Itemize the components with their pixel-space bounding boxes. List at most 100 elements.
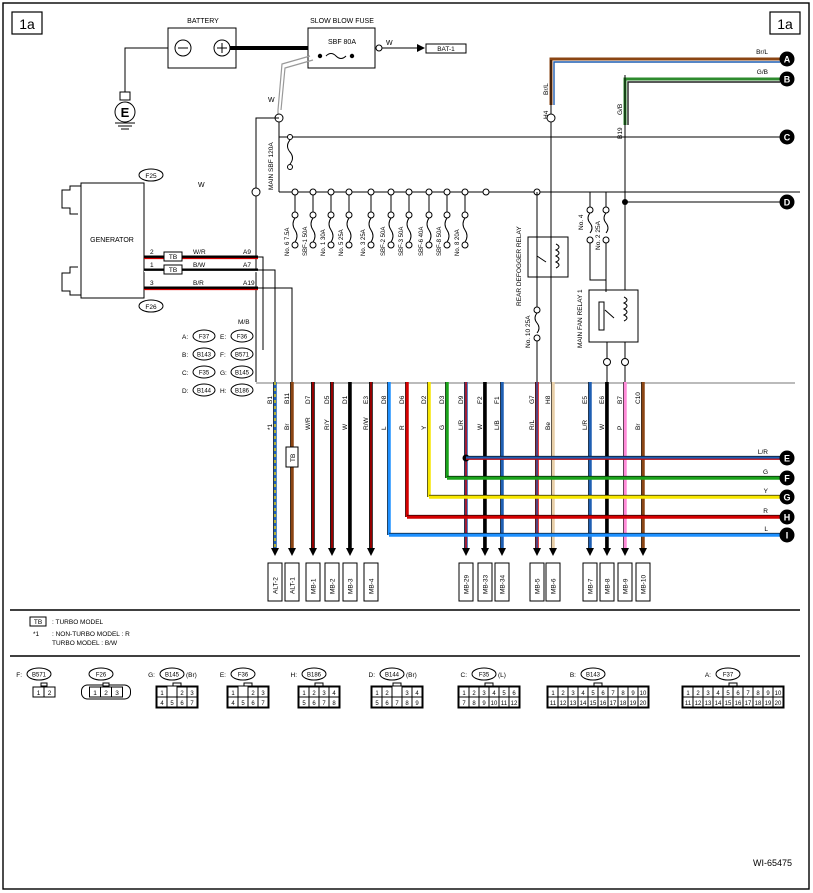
connector-letter-B571: F: bbox=[16, 672, 22, 679]
fuse-1 bbox=[310, 217, 316, 243]
line-B-color: G/B bbox=[757, 69, 768, 76]
wire-term-D7: D7 bbox=[305, 395, 312, 404]
connector-letter-F36: E: bbox=[220, 672, 226, 679]
wire-dest-E6: MB-8 bbox=[605, 578, 612, 594]
main-sbf-label: MAIN SBF 120A bbox=[268, 142, 275, 190]
note-star: *1 bbox=[33, 631, 40, 638]
legend-key-0: A: bbox=[182, 334, 188, 341]
slow-blow-fuse: SLOW BLOW FUSE SBF 80A bbox=[307, 18, 383, 69]
legend-key-1: E: bbox=[220, 334, 226, 341]
pin-B571-2: 2 bbox=[48, 690, 52, 697]
fuse-label-0: No. 6 7.5A bbox=[285, 228, 291, 256]
main-fan-relay: No. 4 No. 2 25A MAIN FAN RELAY 1 bbox=[577, 206, 639, 348]
legend-code-6: B144 bbox=[197, 389, 212, 395]
pin-B143-1: 1 bbox=[551, 691, 555, 697]
gen-tb-2: TB bbox=[169, 254, 177, 261]
bat1-box bbox=[425, 43, 467, 54]
gen-term-2: A9 bbox=[243, 249, 251, 256]
bus-I-letter: I bbox=[786, 531, 789, 541]
pin-F37-20: 20 bbox=[775, 701, 782, 707]
fuse-label-2: No. 1 30A bbox=[321, 229, 327, 256]
connector-letter-B186: H: bbox=[291, 672, 298, 679]
wire-term-D2: D2 bbox=[421, 395, 428, 404]
pin-F36-1: 1 bbox=[231, 691, 235, 697]
pin-B144-3: 3 bbox=[405, 691, 409, 697]
ground-circle bbox=[114, 101, 136, 123]
pin-F37-4: 4 bbox=[716, 691, 720, 697]
pin-B145-4: 4 bbox=[160, 701, 164, 707]
pin-B144-1: 1 bbox=[375, 691, 379, 697]
pin-F37-7: 7 bbox=[746, 691, 750, 697]
fuse-2 bbox=[328, 217, 334, 243]
bus-F-letter: F bbox=[784, 474, 790, 484]
pin-B143-7: 7 bbox=[611, 691, 615, 697]
pin-F35-11: 11 bbox=[501, 701, 508, 707]
pin-B143-17: 17 bbox=[610, 701, 617, 707]
fuse-5 bbox=[388, 217, 394, 243]
fuse-label-9: No. 8 20A bbox=[455, 229, 461, 256]
fuse-label: SLOW BLOW FUSE bbox=[310, 18, 374, 25]
connector-letter-F37: A: bbox=[705, 672, 711, 679]
pin-F37-16: 16 bbox=[735, 701, 742, 707]
wire-term-D3: D3 bbox=[439, 395, 446, 404]
main-sbf: MAIN SBF 120A bbox=[268, 134, 293, 190]
pin-F35-4: 4 bbox=[492, 691, 496, 697]
page-tag-box bbox=[11, 11, 43, 35]
main-fan-label: MAIN FAN RELAY 1 bbox=[577, 289, 584, 348]
pin-F37-17: 17 bbox=[745, 701, 752, 707]
pin-F37-9: 9 bbox=[766, 691, 770, 697]
pin-F37-2: 2 bbox=[696, 691, 700, 697]
pin-F35-7: 7 bbox=[462, 701, 466, 707]
bus-I-marker bbox=[779, 527, 795, 543]
wire-term-B1: B1 bbox=[267, 396, 274, 404]
wire-dest-B11: ALT-1 bbox=[290, 577, 297, 594]
wire-color-G7: R/L bbox=[529, 420, 536, 431]
pin-F37-14: 14 bbox=[715, 701, 722, 707]
wire-color-D5: R/Y bbox=[324, 419, 331, 431]
main-w-label: W bbox=[268, 97, 275, 104]
wire-color-F1: L/B bbox=[494, 420, 501, 430]
pin-B143-6: 6 bbox=[601, 691, 605, 697]
pin-F37-18: 18 bbox=[755, 701, 762, 707]
pin-B143-13: 13 bbox=[570, 701, 577, 707]
fuse-label-4: No. 3 25A bbox=[361, 229, 367, 256]
fuse4-label: No. 4 bbox=[578, 214, 585, 230]
pin-F37-1: 1 bbox=[686, 691, 690, 697]
pin-B186-2: 2 bbox=[312, 691, 316, 697]
wire-term-D6: D6 bbox=[399, 395, 406, 404]
line-C-letter: C bbox=[784, 133, 791, 143]
note-tb-text: : TURBO MODEL bbox=[52, 619, 104, 626]
ground-wire bbox=[124, 47, 168, 92]
line-A-stub-term: H4 bbox=[543, 110, 550, 119]
fuse-8 bbox=[444, 217, 450, 243]
line-A-stub-label: Br/L bbox=[543, 83, 550, 95]
connector-code-B571: B571 bbox=[32, 673, 47, 679]
wire-term-D9: D9 bbox=[458, 395, 465, 404]
wire-color-D2: Y bbox=[421, 425, 428, 430]
gen-connector-top: F25 bbox=[145, 173, 157, 180]
wire-dest-F1: MB-34 bbox=[500, 574, 507, 594]
wire-color-D1: W bbox=[342, 423, 349, 430]
pin-B145-5: 5 bbox=[170, 701, 174, 707]
connector-code-F36: F36 bbox=[238, 673, 249, 679]
wire-color-E5: L/R bbox=[582, 420, 589, 430]
pin-F37-10: 10 bbox=[775, 691, 782, 697]
pin-B143-19: 19 bbox=[630, 701, 637, 707]
connector-code-B145: B145 bbox=[165, 673, 180, 679]
connector-code-F37: F37 bbox=[723, 673, 734, 679]
pin-B143-16: 16 bbox=[600, 701, 607, 707]
pin-F35-6: 6 bbox=[512, 691, 516, 697]
wire-term-C10: C10 bbox=[635, 392, 642, 404]
connector-code-B143: B143 bbox=[586, 673, 601, 679]
pin-F37-5: 5 bbox=[726, 691, 730, 697]
fuse-3 bbox=[346, 217, 352, 243]
wire-term-F2: F2 bbox=[477, 396, 484, 404]
